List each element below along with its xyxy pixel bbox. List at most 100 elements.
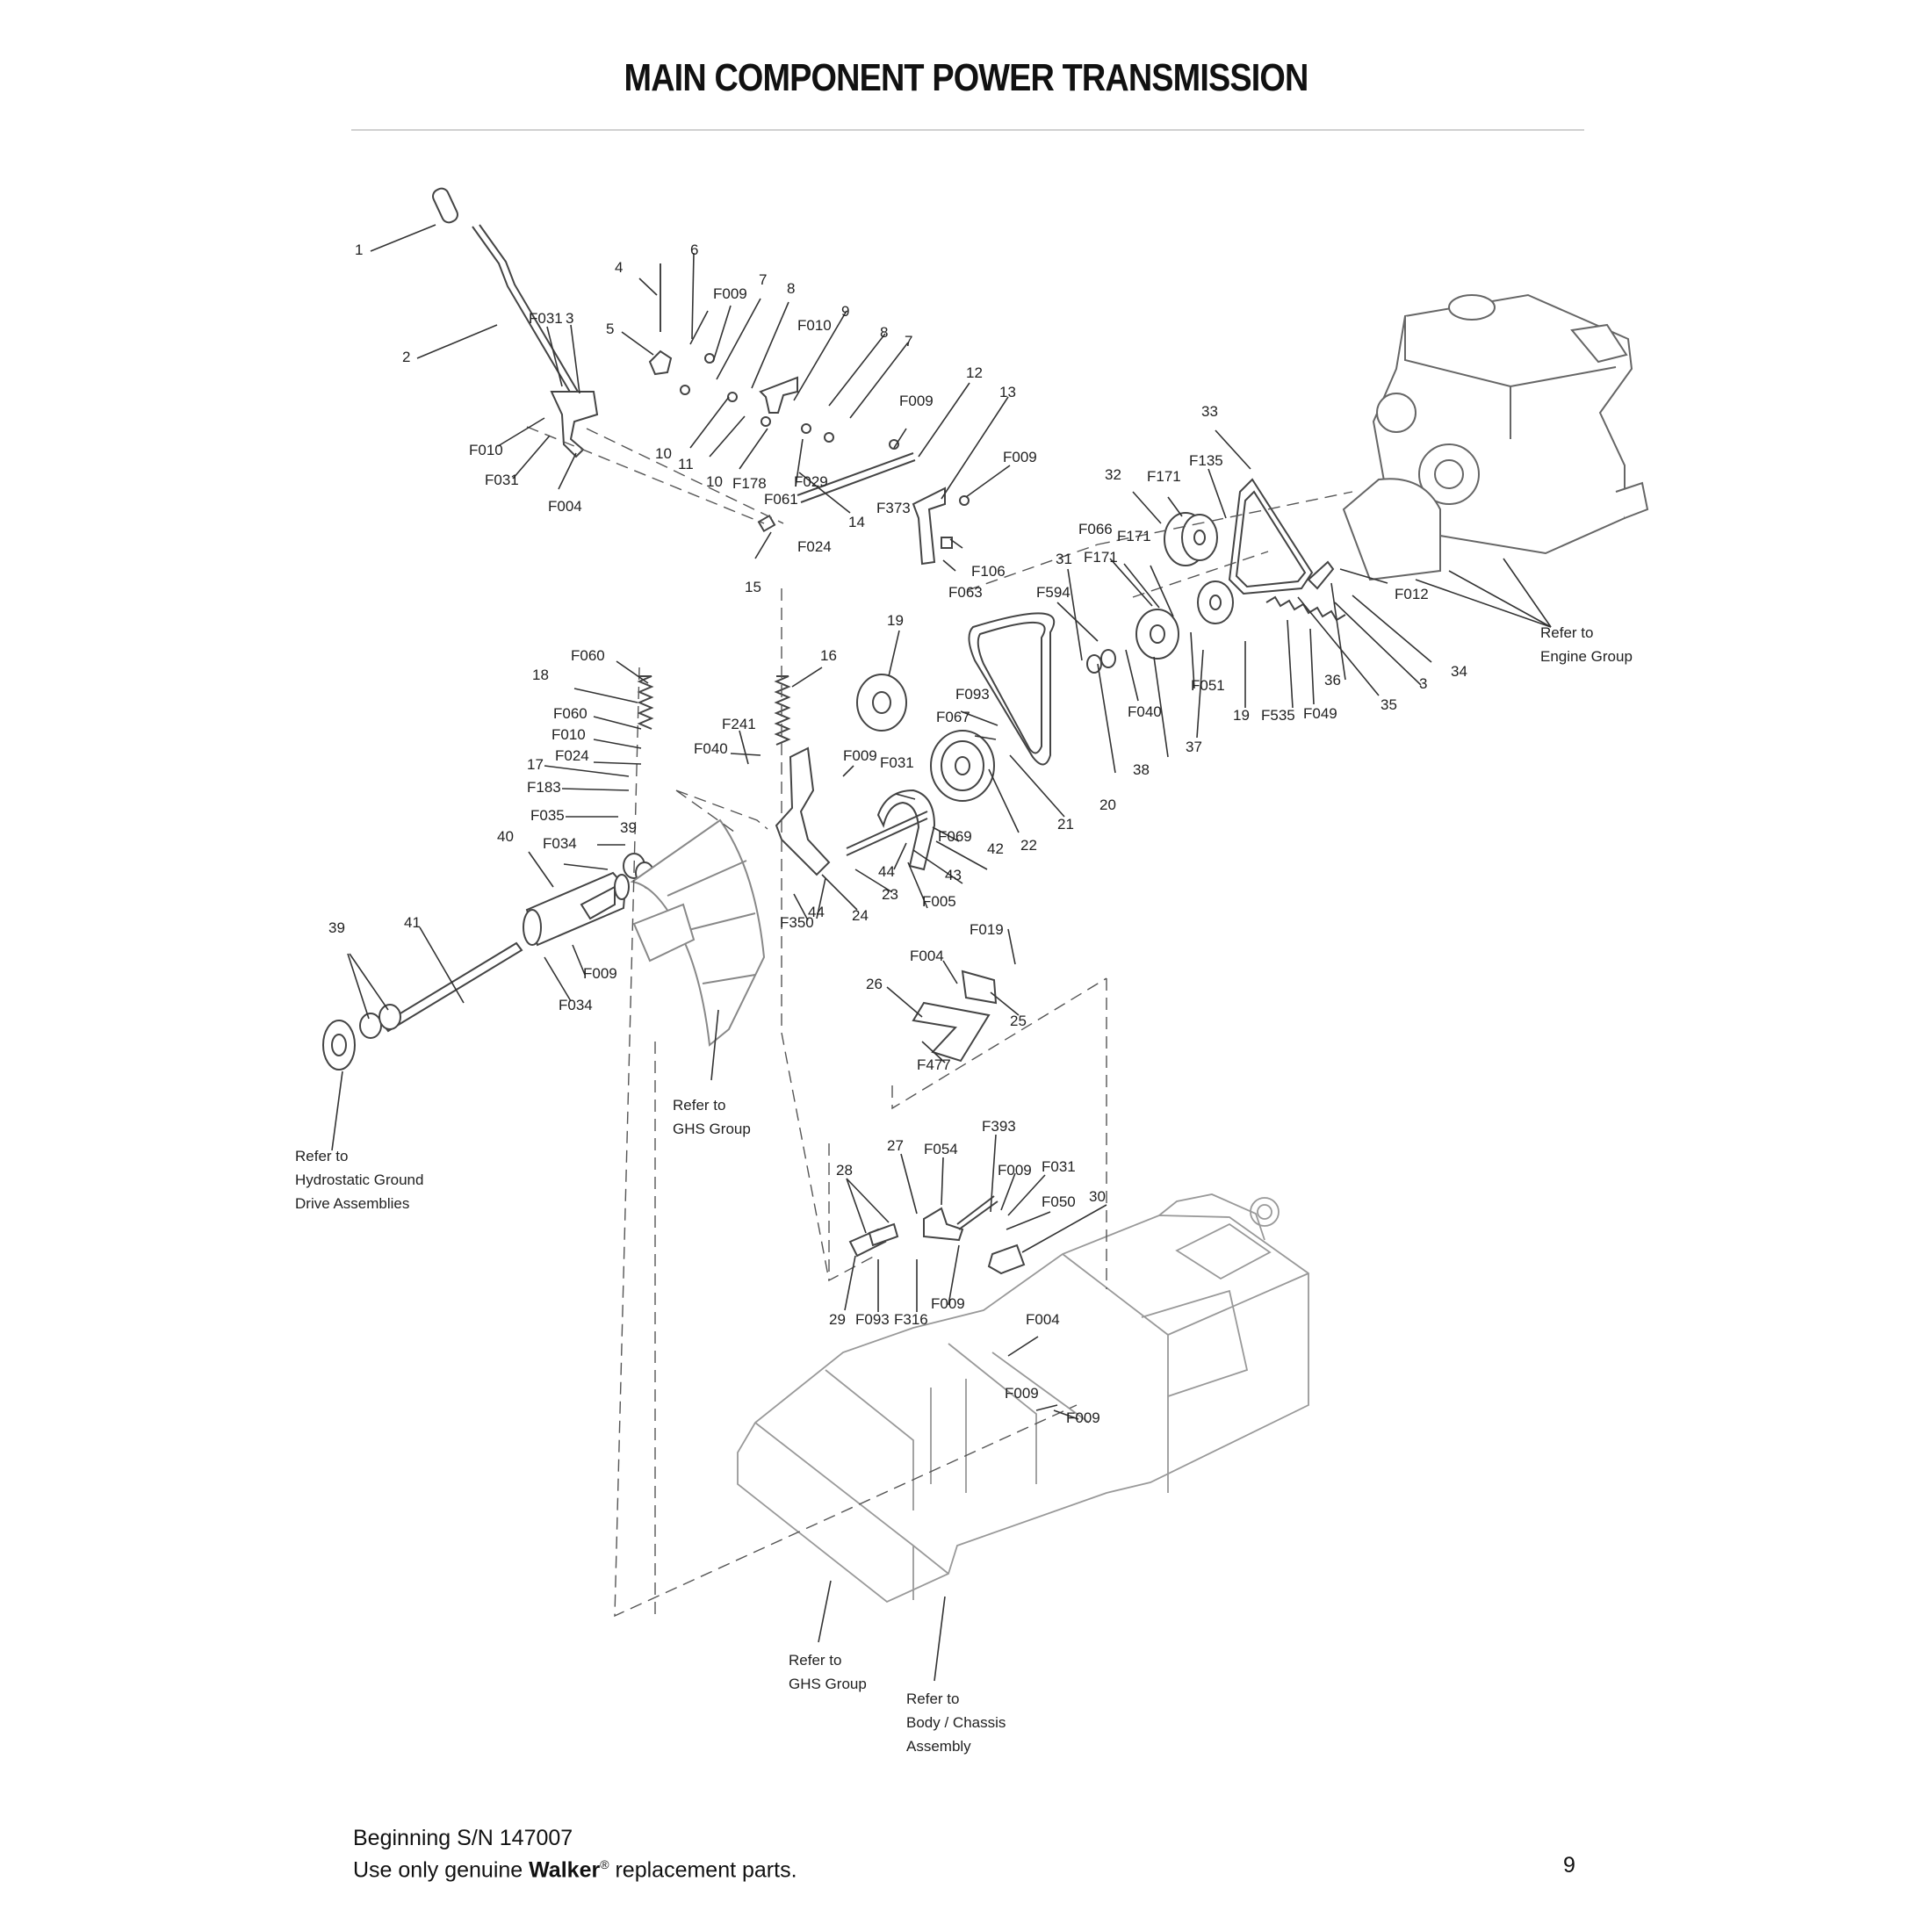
callout-label: 37 bbox=[1186, 739, 1202, 755]
callout-label: 21 bbox=[1057, 816, 1074, 833]
callout-label: F135 bbox=[1189, 452, 1223, 469]
callout-label: F241 bbox=[722, 716, 756, 732]
callout-label: F029 bbox=[794, 473, 828, 490]
upper-linkage bbox=[648, 263, 970, 566]
callout-label: F069 bbox=[938, 828, 972, 845]
note-ghs-lower-line-2: GHS Group bbox=[789, 1676, 867, 1692]
callout-label: 10 bbox=[706, 473, 723, 490]
footer-note-prefix: Use only genuine bbox=[353, 1857, 530, 1883]
callout-label: 4 bbox=[615, 259, 623, 276]
footer-brand: Walker bbox=[529, 1857, 601, 1883]
callout-label: 30 bbox=[1089, 1188, 1106, 1205]
note-ghs-upper-line-1: Refer to bbox=[673, 1097, 725, 1114]
callout-label: F010 bbox=[551, 726, 586, 743]
callout-label: 18 bbox=[532, 667, 549, 683]
callout-label: F009 bbox=[583, 965, 617, 982]
callout-label: F040 bbox=[1128, 703, 1162, 720]
lower-brackets bbox=[848, 970, 1026, 1275]
callout-label: 9 bbox=[841, 303, 849, 320]
fan-shroud bbox=[630, 818, 766, 1047]
drive-shaft bbox=[322, 861, 654, 1071]
callout-label: 12 bbox=[966, 364, 983, 381]
callout-label: F009 bbox=[843, 747, 877, 764]
springs bbox=[637, 595, 1346, 746]
note-body-line-1: Refer to bbox=[906, 1690, 959, 1707]
callout-label: 36 bbox=[1324, 672, 1341, 688]
note-body-line-2: Body / Chassis bbox=[906, 1714, 1006, 1731]
callout-label: F040 bbox=[694, 740, 728, 757]
callout-label: F477 bbox=[917, 1056, 951, 1073]
leader-lines bbox=[331, 224, 1552, 1682]
callout-label: F178 bbox=[732, 475, 767, 492]
chassis bbox=[737, 1193, 1309, 1604]
callout-label: 7 bbox=[759, 271, 767, 288]
callout-label: 40 bbox=[497, 828, 514, 845]
callout-label: 28 bbox=[836, 1162, 853, 1179]
callout-label: 27 bbox=[887, 1137, 904, 1154]
callout-label: 22 bbox=[1020, 837, 1037, 854]
callout-label: 31 bbox=[1056, 551, 1072, 567]
callout-label: F031 bbox=[485, 472, 519, 488]
callout-label: F034 bbox=[543, 835, 577, 852]
callout-label: 38 bbox=[1133, 761, 1150, 778]
callout-label: 34 bbox=[1451, 663, 1467, 680]
callout-label: F093 bbox=[955, 686, 990, 703]
callout-label: 41 bbox=[404, 914, 421, 931]
callout-label: 35 bbox=[1381, 696, 1397, 713]
callout-label: 5 bbox=[606, 321, 614, 337]
part-artwork bbox=[322, 187, 1649, 1618]
callout-label: 39 bbox=[328, 919, 345, 936]
callout-label: F171 bbox=[1084, 549, 1118, 566]
note-ghs-lower-line-1: Refer to bbox=[789, 1652, 841, 1669]
callout-label: F004 bbox=[548, 498, 582, 515]
callout-label: 11 bbox=[678, 456, 694, 472]
callout-label: F393 bbox=[982, 1118, 1016, 1135]
callout-label: F035 bbox=[530, 807, 565, 824]
callout-label: 8 bbox=[880, 324, 888, 341]
callout-label: 7 bbox=[905, 333, 912, 350]
callout-label: F012 bbox=[1395, 586, 1429, 602]
callout-label: 23 bbox=[882, 886, 898, 903]
footer-registered-mark: ® bbox=[600, 1857, 609, 1871]
callout-label: 25 bbox=[1010, 1013, 1027, 1029]
callout-label: 3 bbox=[1419, 675, 1427, 692]
pulleys bbox=[623, 512, 1234, 890]
note-engine-line-1: Refer to bbox=[1540, 624, 1593, 641]
callout-label: 29 bbox=[829, 1311, 846, 1328]
callout-label: 20 bbox=[1099, 797, 1116, 813]
callout-label: F054 bbox=[924, 1141, 958, 1157]
callout-label: F316 bbox=[894, 1311, 928, 1328]
page-title: MAIN COMPONENT POWER TRANSMISSION bbox=[624, 56, 1309, 99]
callout-label: F004 bbox=[910, 948, 944, 964]
footer-note-suffix: replacement parts. bbox=[609, 1857, 797, 1883]
callout-label: 43 bbox=[945, 867, 962, 883]
callout-label: 44 bbox=[808, 904, 825, 920]
drive-belts bbox=[968, 478, 1314, 766]
note-hydrostatic-line-1: Refer to bbox=[295, 1148, 348, 1164]
callout-label: F106 bbox=[971, 563, 1006, 580]
callout-label: F031 bbox=[1042, 1158, 1076, 1175]
footer-serial: Beginning S/N 147007 bbox=[353, 1826, 573, 1850]
callout-label: F594 bbox=[1036, 584, 1071, 601]
callout-label: F066 bbox=[1078, 521, 1113, 537]
callout-label: F063 bbox=[948, 584, 983, 601]
idler-arms bbox=[775, 560, 1335, 876]
callout-label: F009 bbox=[1005, 1385, 1039, 1402]
callout-label: F183 bbox=[527, 779, 561, 796]
callout-label: F171 bbox=[1117, 528, 1151, 544]
callout-label: F067 bbox=[936, 709, 970, 725]
callout-label: 33 bbox=[1201, 403, 1218, 420]
callout-label: F093 bbox=[855, 1311, 890, 1328]
callout-label: F019 bbox=[970, 921, 1004, 938]
callout-label: 17 bbox=[527, 756, 544, 773]
callout-label: F009 bbox=[713, 285, 747, 302]
callout-label: F031 bbox=[529, 310, 563, 327]
callout-label: F031 bbox=[880, 754, 914, 771]
callout-label: F024 bbox=[797, 538, 832, 555]
callout-label: F535 bbox=[1261, 707, 1295, 724]
callout-label: 16 bbox=[820, 647, 837, 664]
callout-label: 39 bbox=[620, 819, 637, 836]
alignment-lines bbox=[526, 426, 1353, 1618]
callout-label: 3 bbox=[566, 310, 573, 327]
